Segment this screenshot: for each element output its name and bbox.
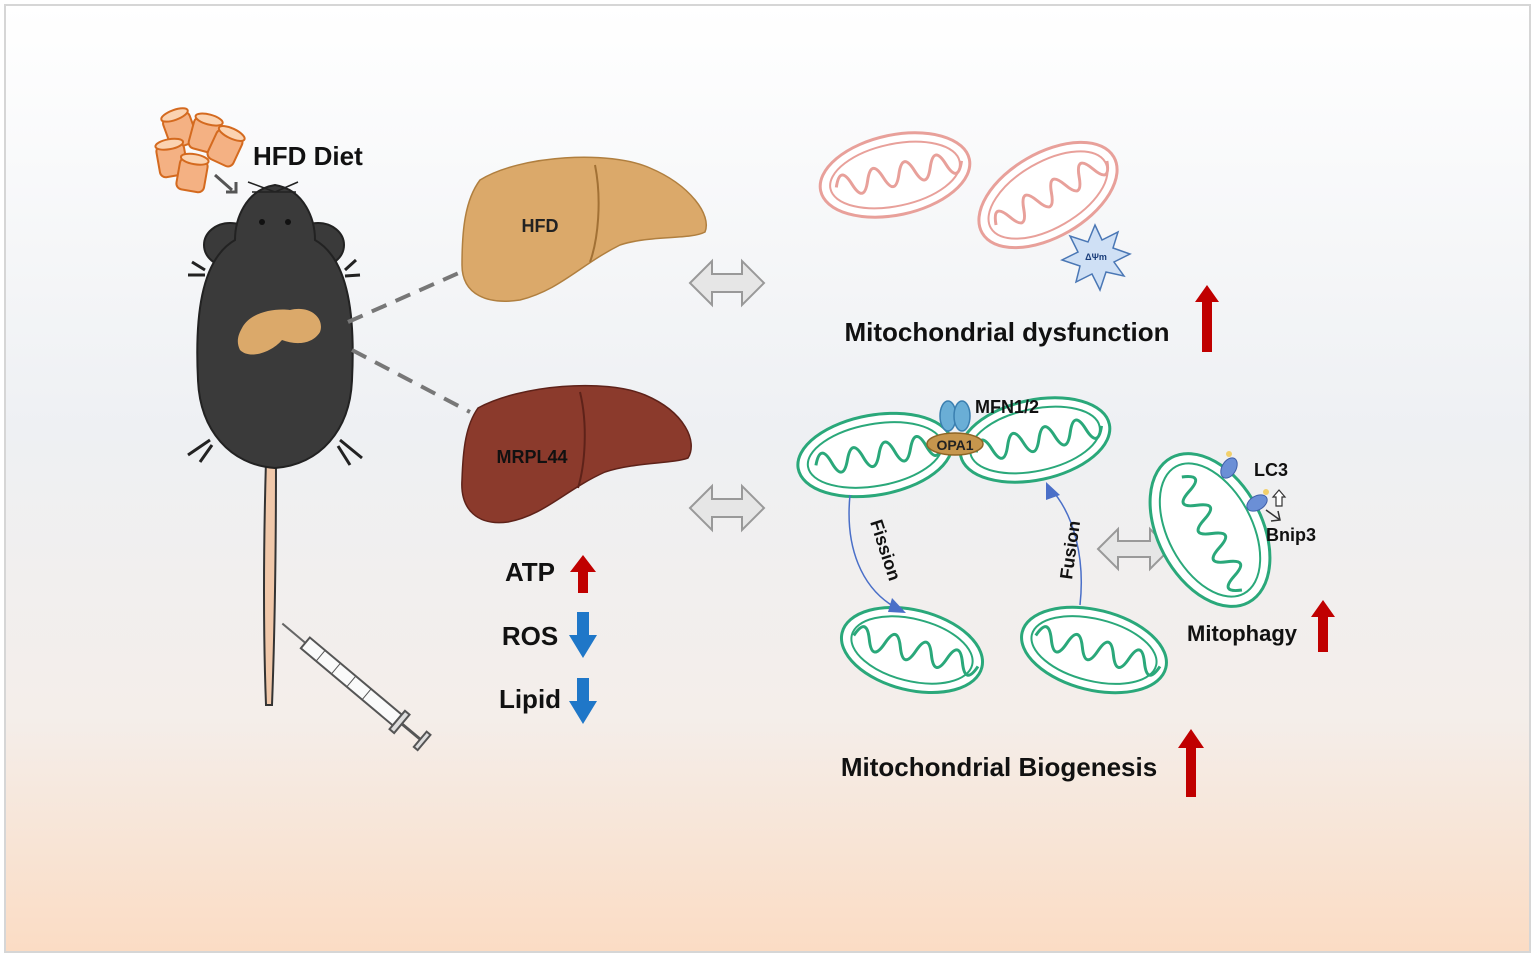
arrowhead-icon bbox=[1046, 482, 1060, 500]
readout-lipid: Lipid bbox=[499, 678, 597, 724]
up-arrow-icon bbox=[1311, 600, 1335, 652]
mitochondrial-biogenesis-label: Mitochondrial Biogenesis bbox=[841, 752, 1157, 782]
membrane-potential-burst-icon bbox=[1060, 223, 1132, 292]
up-arrow-outline-icon bbox=[1271, 489, 1287, 507]
hfd-liver-label: HFD bbox=[522, 216, 559, 236]
diagram-background bbox=[4, 4, 1531, 953]
bnip3-protein bbox=[1246, 489, 1269, 512]
membrane-potential-label: ΔΨm bbox=[1085, 252, 1107, 262]
mouse-eye-left bbox=[259, 219, 265, 225]
healthy-mitochondrion bbox=[958, 396, 1112, 484]
connector-to-mrpl44-liver bbox=[351, 348, 471, 414]
mitochondrial-dysfunction-label: Mitochondrial dysfunction bbox=[845, 317, 1170, 347]
mouse-illustration bbox=[187, 181, 363, 706]
hfd-pellets bbox=[154, 107, 246, 194]
lc3-protein bbox=[1220, 451, 1238, 479]
mfn-protein bbox=[939, 400, 971, 432]
mrpl44-liver-label: MRPL44 bbox=[496, 447, 567, 467]
readout-atp: ATP bbox=[505, 555, 596, 593]
mitophagy-label: Mitophagy bbox=[1187, 621, 1298, 646]
mouse-forepaw-right bbox=[343, 258, 361, 278]
lc3-label: LC3 bbox=[1254, 460, 1288, 480]
up-arrow-icon bbox=[570, 555, 596, 593]
mrpl44-liver bbox=[461, 384, 692, 524]
fusion-arrow bbox=[1049, 487, 1082, 606]
mouse-forepaw-left bbox=[188, 260, 206, 277]
connector-to-hfd-liver bbox=[347, 266, 471, 324]
readout-label: ATP bbox=[505, 557, 555, 587]
healthy-mitochondrion bbox=[1020, 605, 1168, 695]
dysfunctional-mitochondrion bbox=[818, 131, 972, 219]
readout-label: ROS bbox=[502, 621, 558, 651]
down-arrow-icon bbox=[569, 612, 597, 658]
healthy-mitochondrion bbox=[839, 605, 985, 695]
readout-label: Lipid bbox=[499, 684, 561, 714]
opa1-label: OPA1 bbox=[936, 437, 973, 453]
feeding-arrow bbox=[214, 173, 238, 194]
mitophagy-mitochondrion bbox=[1148, 452, 1272, 608]
hfd-liver bbox=[461, 156, 707, 302]
mouse-liver bbox=[237, 308, 321, 355]
mouse-whiskers bbox=[247, 181, 299, 193]
down-arrow-icon bbox=[569, 678, 597, 724]
up-arrow-icon bbox=[1195, 285, 1219, 352]
mouse-hindpaw-left bbox=[187, 438, 214, 463]
mfn-label: MFN1/2 bbox=[975, 397, 1039, 417]
syringe-icon bbox=[281, 622, 432, 752]
arrowhead-icon bbox=[888, 598, 906, 613]
up-arrow-icon bbox=[1178, 729, 1204, 797]
mouse-tail bbox=[263, 459, 278, 706]
fission-arrow bbox=[848, 494, 901, 611]
opa1-protein bbox=[926, 432, 984, 456]
hfd-diet-label: HFD Diet bbox=[253, 141, 363, 171]
dysfunctional-mitochondrion bbox=[977, 140, 1119, 250]
double-arrow-icon bbox=[688, 483, 766, 533]
mouse-eye-right bbox=[285, 219, 291, 225]
bnip3-label: Bnip3 bbox=[1266, 525, 1316, 545]
double-arrow-icon bbox=[688, 258, 766, 308]
readout-ros: ROS bbox=[502, 612, 597, 658]
arrow-outline-icon bbox=[1265, 509, 1281, 522]
mouse-hindpaw-right bbox=[336, 438, 363, 466]
